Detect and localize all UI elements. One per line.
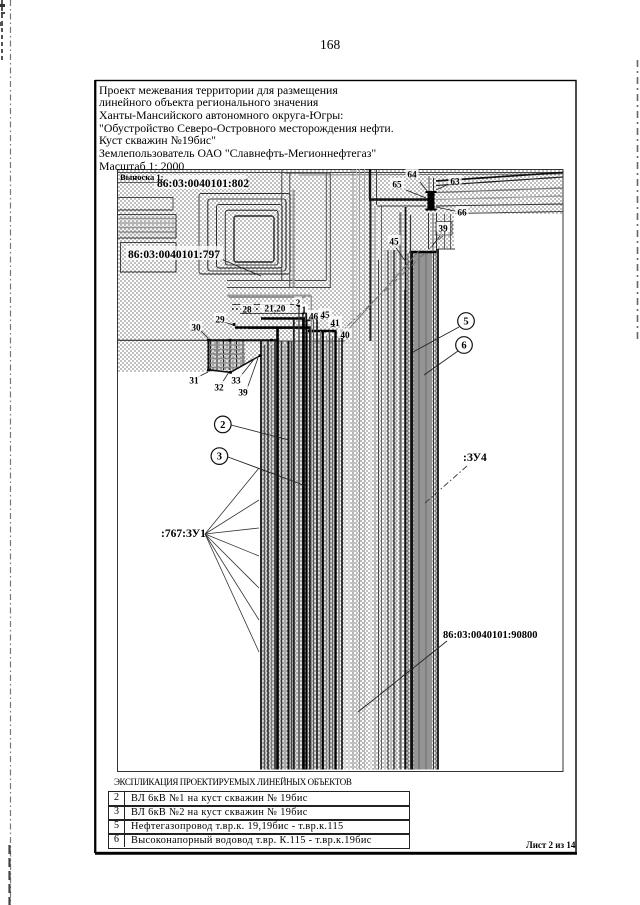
- svg-text:2: 2: [296, 299, 301, 309]
- svg-text::ЗУ4: :ЗУ4: [463, 452, 487, 464]
- svg-text:5: 5: [463, 317, 468, 328]
- svg-text:45: 45: [320, 311, 330, 321]
- svg-text:31: 31: [189, 377, 199, 387]
- svg-text:6: 6: [461, 341, 466, 352]
- svg-text:28: 28: [242, 306, 252, 316]
- svg-text:86:03:0040101:797: 86:03:0040101:797: [128, 249, 220, 261]
- svg-text:63: 63: [450, 178, 460, 188]
- svg-text:86:03:0040101:90800: 86:03:0040101:90800: [443, 630, 538, 641]
- svg-text:2: 2: [220, 420, 225, 431]
- svg-text:66: 66: [457, 209, 467, 219]
- svg-text:32: 32: [214, 384, 224, 394]
- svg-text:65: 65: [392, 181, 402, 191]
- svg-text:3: 3: [217, 452, 222, 463]
- svg-text:40: 40: [340, 331, 350, 341]
- svg-text:86:03:0040101:802: 86:03:0040101:802: [157, 178, 249, 190]
- svg-text:64: 64: [407, 171, 417, 181]
- svg-text:33: 33: [231, 377, 241, 387]
- svg-text:1: 1: [302, 306, 307, 316]
- svg-text:21,20: 21,20: [265, 305, 286, 315]
- svg-text:45: 45: [389, 238, 399, 248]
- svg-text:30: 30: [191, 324, 201, 334]
- svg-text:41: 41: [330, 319, 340, 329]
- svg-text:29: 29: [215, 316, 225, 326]
- svg-text:39: 39: [438, 225, 448, 235]
- svg-text:46: 46: [309, 313, 319, 323]
- svg-text:39: 39: [238, 389, 248, 399]
- svg-text::767:ЗУ1: :767:ЗУ1: [161, 528, 206, 540]
- svg-text:Выноска 1:: Выноска 1:: [120, 172, 164, 182]
